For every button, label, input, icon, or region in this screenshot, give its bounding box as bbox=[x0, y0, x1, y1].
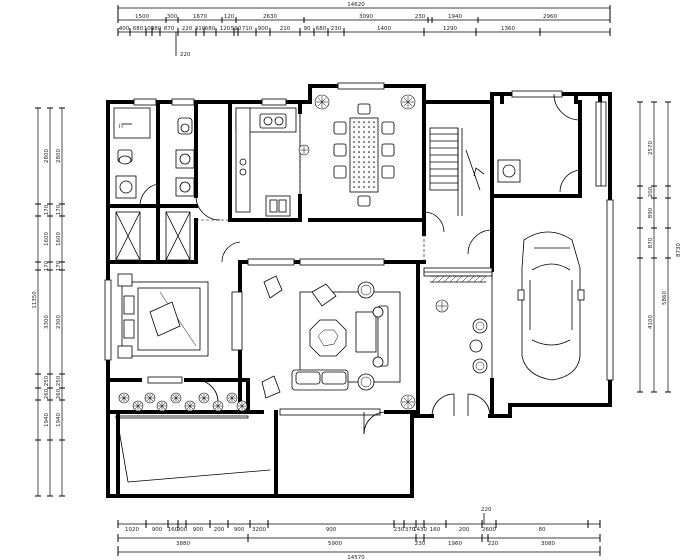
right-dim-6: 5860 bbox=[662, 291, 668, 305]
top-small-dim: 90 bbox=[304, 26, 311, 32]
top-small-dim: 310 bbox=[195, 26, 206, 32]
living-room bbox=[261, 275, 416, 410]
bottom-small-dim: 230 bbox=[394, 527, 405, 533]
top-small-dim: 400 bbox=[119, 26, 130, 32]
left-dim-inner: 260 bbox=[56, 388, 62, 399]
bottom-small-dim: 1020 bbox=[125, 527, 139, 533]
left-dim-inner: 250 bbox=[56, 375, 62, 386]
top-dimension-chain: 14620 1500 300 1670 120 2630 3090 230 19… bbox=[117, 2, 611, 58]
entry-hall bbox=[430, 270, 493, 380]
left-dim: 2800 bbox=[44, 149, 50, 163]
bottom-small-dim: 3200 bbox=[252, 527, 266, 533]
right-dim-3: 890 bbox=[648, 207, 654, 218]
bottom-note-dim: 220 bbox=[481, 507, 492, 513]
top-small-dim: 590 bbox=[231, 26, 242, 32]
left-dim: 250 bbox=[44, 375, 50, 386]
bottom-dim-1: 3880 bbox=[176, 541, 190, 547]
top-small-dim: 230 bbox=[331, 26, 342, 32]
bottom-small-dim: 80 bbox=[539, 527, 546, 533]
bottom-dim-3: 230 bbox=[415, 541, 426, 547]
left-dim-inner: 2300 bbox=[56, 315, 62, 329]
right-dim-5: 4100 bbox=[648, 315, 654, 329]
left-dim-inner: 170 bbox=[56, 260, 62, 271]
top-dim-7: 230 bbox=[415, 14, 426, 20]
right-dim-7: 8730 bbox=[676, 243, 682, 257]
left-dim: 170 bbox=[44, 204, 50, 215]
left-dim: 1600 bbox=[44, 232, 50, 246]
top-dim-4: 120 bbox=[224, 14, 235, 20]
top-small-dim: 870 bbox=[164, 26, 175, 32]
top-small-dim: 1290 bbox=[443, 26, 457, 32]
top-dim-2: 300 bbox=[167, 14, 178, 20]
bottom-small-dim: 160 bbox=[168, 527, 179, 533]
top-note-dim: 220 bbox=[180, 52, 191, 58]
top-dim-1: 1500 bbox=[135, 14, 149, 20]
left-dim-inner: 170 bbox=[56, 204, 62, 215]
bottom-small-dim: 900 bbox=[152, 527, 163, 533]
top-small-dim: 220 bbox=[182, 26, 193, 32]
right-dim-2: 200 bbox=[648, 186, 654, 197]
bottom-small-dim: 900 bbox=[234, 527, 245, 533]
top-total-dim: 14620 bbox=[347, 2, 365, 8]
top-small-dim: 120 bbox=[220, 26, 231, 32]
bottom-dim-5: 220 bbox=[488, 541, 499, 547]
bottom-small-dim: 200 bbox=[459, 527, 470, 533]
top-small-dim: 900 bbox=[258, 26, 269, 32]
bottom-small-dim: 370 bbox=[405, 527, 416, 533]
right-dimension-chain: 2570 200 890 870 4100 5860 8730 bbox=[637, 101, 682, 393]
top-small-dim: 680 bbox=[316, 26, 327, 32]
planter-strip bbox=[115, 392, 271, 483]
top-small-dim: 180 bbox=[151, 26, 162, 32]
staircase bbox=[429, 127, 521, 216]
dining-table bbox=[298, 94, 416, 207]
top-small-dim: 210 bbox=[280, 26, 291, 32]
bottom-small-dim: 160 bbox=[430, 527, 441, 533]
bottom-dim-4: 1960 bbox=[448, 541, 462, 547]
bathrooms: ⌇⌇ bbox=[113, 107, 195, 261]
top-small-dim: 1400 bbox=[377, 26, 391, 32]
bottom-small-dim: 900 bbox=[177, 527, 188, 533]
left-dim-inner: 2800 bbox=[56, 149, 62, 163]
bottom-small-dim: 1430 bbox=[413, 527, 427, 533]
bottom-dim-6: 3080 bbox=[541, 541, 555, 547]
dashed-lines bbox=[196, 219, 425, 262]
bottom-small-dim: 900 bbox=[193, 527, 204, 533]
top-dim-8: 1940 bbox=[448, 14, 462, 20]
bottom-dim-2: 5900 bbox=[328, 541, 342, 547]
top-dim-9: 2960 bbox=[543, 14, 557, 20]
top-dim-6: 3090 bbox=[359, 14, 373, 20]
kitchen bbox=[235, 107, 301, 217]
bottom-small-dim: 2600 bbox=[482, 527, 496, 533]
top-small-dim: 680 bbox=[133, 26, 144, 32]
top-dim-3: 1670 bbox=[193, 14, 207, 20]
top-small-dim: 100 bbox=[144, 26, 155, 32]
left-dim: 170 bbox=[44, 260, 50, 271]
svg-text:⌇⌇: ⌇⌇ bbox=[118, 123, 123, 130]
right-dim-1: 2570 bbox=[648, 141, 654, 155]
bedroom-bed bbox=[117, 273, 243, 359]
left-dim: 3300 bbox=[44, 315, 50, 329]
top-small-dim: 680 bbox=[205, 26, 216, 32]
garage-car bbox=[517, 231, 585, 381]
left-total-dim: 11350 bbox=[32, 291, 38, 309]
right-dim-4: 870 bbox=[648, 237, 654, 248]
left-dimension-chain: 11350 2800 170 1600 170 3300 250 260 1940 2800 17… bbox=[32, 107, 65, 497]
left-dim: 260 bbox=[44, 388, 50, 399]
top-dim-5: 2630 bbox=[263, 14, 277, 20]
bottom-total-dim: 14570 bbox=[347, 555, 365, 560]
top-small-dim: 710 bbox=[242, 26, 253, 32]
top-small-dim: 1360 bbox=[501, 26, 515, 32]
left-dim-inner: 1600 bbox=[56, 232, 62, 246]
left-dim-inner: 1940 bbox=[56, 413, 62, 427]
bottom-small-dim: 200 bbox=[214, 527, 225, 533]
left-dim: 1940 bbox=[44, 413, 50, 427]
doors bbox=[139, 93, 581, 435]
bottom-small-dim: 900 bbox=[326, 527, 337, 533]
windows bbox=[104, 82, 614, 416]
